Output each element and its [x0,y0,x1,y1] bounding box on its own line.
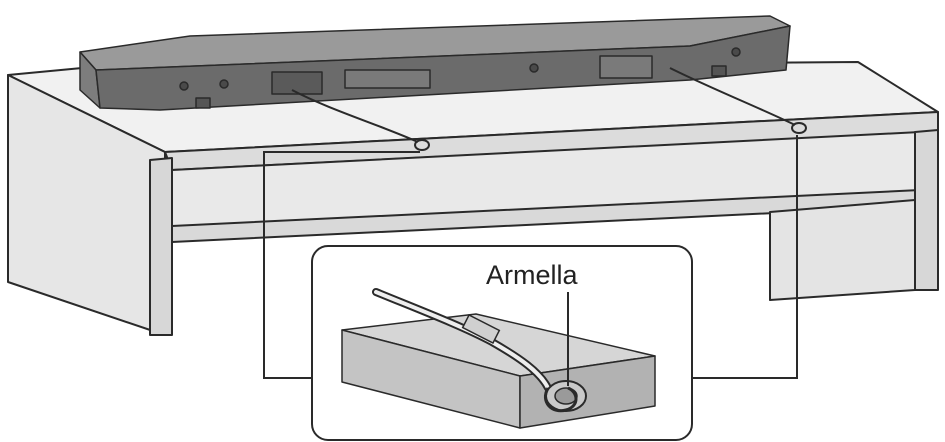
eyelet-right [791,122,807,134]
soundbar-back [95,25,791,111]
safety-wire-left [291,89,419,143]
safety-wire-right [669,67,796,126]
soundbar-port-panel-2 [344,69,431,89]
callout-crimp-sleeve [461,314,501,344]
stand-left-leg [149,157,173,336]
soundbar-foot-left [195,97,211,109]
soundbar-button-2 [219,79,229,89]
eyelet-left [414,139,430,151]
armella-label: Armella [486,260,578,290]
soundbar-illustration [79,15,791,111]
safety-wire-illustration [291,67,796,143]
stand-right-side [769,199,916,301]
soundbar-port-panel-1 [271,71,323,95]
callout-eyelet-ring [543,380,587,413]
leader-right [692,135,798,379]
wire-loop [543,386,578,413]
tv-stand-illustration [7,61,939,336]
stand-right-leg [914,129,939,291]
soundbar-port-panel-3 [599,55,653,79]
soundbar-foot-right [711,65,727,77]
callout-wire [372,288,552,392]
soundbar-button-3 [529,63,539,73]
soundbar-button-1 [179,81,189,91]
soundbar-button-4 [731,47,741,57]
leader-left [263,151,420,379]
eyelet-ring-illustration [414,122,807,151]
callout-leader-lines [263,135,798,379]
